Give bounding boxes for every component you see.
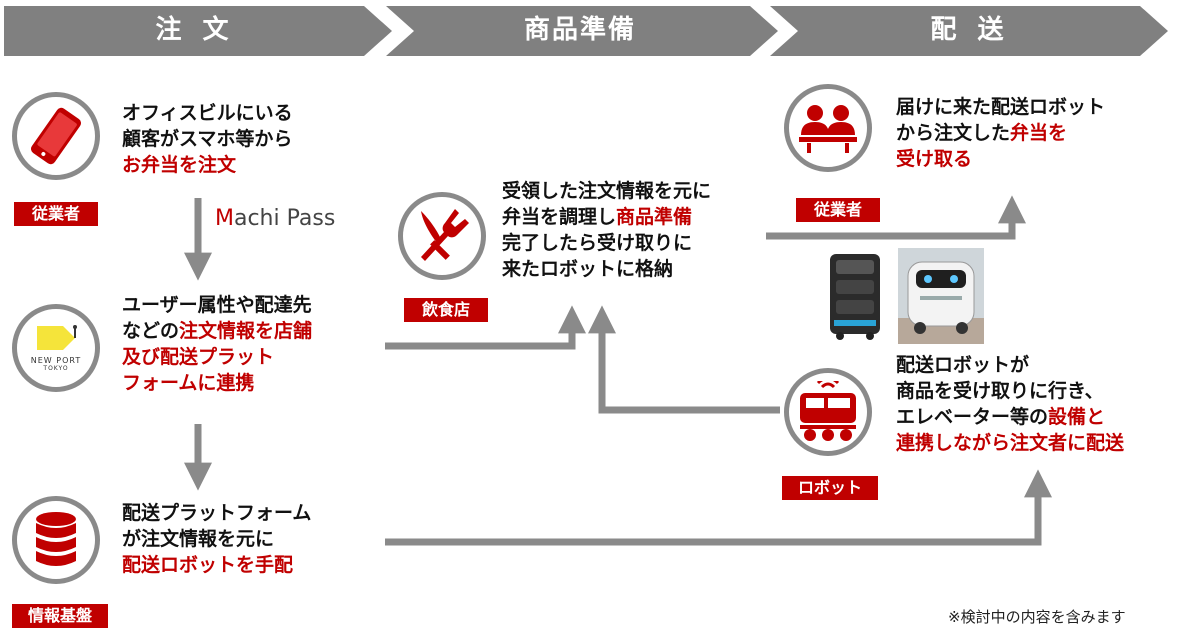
text-robot-line3: エレベーター等の設備と bbox=[896, 404, 1105, 430]
text-link-line1: ユーザー属性や配達先 bbox=[122, 294, 312, 316]
text-receive-line2: から注文した弁当を bbox=[896, 120, 1067, 146]
stage-prep-chevron bbox=[386, 6, 778, 56]
arrow-link-to-restaurant bbox=[385, 305, 586, 350]
text-prep-line1: 受領した注文情報を元に bbox=[502, 180, 712, 202]
employees-circle bbox=[784, 84, 872, 172]
arrow-restaurant-to-employee bbox=[766, 195, 1026, 240]
text-prep-line3: 完了したら受け取りに bbox=[502, 232, 693, 254]
stage-delivery-label: 配 送 bbox=[930, 15, 1010, 45]
text-link-line4: フォームに連携 bbox=[122, 372, 255, 394]
text-receive-line1: 届けに来た配送ロボット bbox=[896, 96, 1106, 118]
people-at-desk-icon bbox=[799, 105, 857, 153]
database-circle bbox=[12, 496, 100, 584]
tag-restaurant: 飲食店 bbox=[404, 298, 488, 322]
stage-prep-label: 商品準備 bbox=[523, 15, 636, 45]
arrow-platform-to-robot bbox=[385, 469, 1052, 546]
restaurant-circle bbox=[398, 192, 486, 280]
machi-pass-logo: Machi Pass bbox=[215, 206, 335, 231]
newport-text-1: NEW PORT bbox=[30, 356, 82, 365]
newport-text-2: TOKYO bbox=[43, 365, 69, 372]
text-platform-line3: 配送ロボットを手配 bbox=[122, 554, 294, 576]
text-platform-line2: が注文情報を元に bbox=[122, 528, 275, 550]
text-platform-line1: 配送プラットフォーム bbox=[122, 502, 312, 524]
robot-photo-tower bbox=[830, 254, 880, 340]
tag-platform: 情報基盤 bbox=[12, 604, 108, 628]
robot-circle bbox=[784, 368, 872, 456]
tag-employee-left: 従業者 bbox=[14, 202, 98, 226]
stage-header-bar bbox=[4, 6, 1168, 56]
text-robot-line2: 商品を受け取りに行き、 bbox=[896, 380, 1104, 402]
stage-order-label: 注 文 bbox=[155, 15, 235, 45]
text-order-line1: オフィスビルにいる bbox=[122, 102, 293, 124]
newport-flag-icon bbox=[37, 325, 77, 350]
fork-knife-icon bbox=[421, 209, 469, 261]
stage-delivery-chevron bbox=[770, 6, 1168, 56]
arrow-robot-to-restaurant bbox=[588, 305, 780, 414]
text-link-line2: などの注文情報を店舗 bbox=[122, 318, 312, 344]
text-robot-line3-plain: エレベーター等の bbox=[896, 406, 1049, 428]
text-receive-line2-red: 弁当を bbox=[1010, 122, 1068, 144]
text-prep-line4: 来たロボットに格納 bbox=[502, 258, 674, 280]
machi-logo-rest: achi Pass bbox=[233, 206, 336, 231]
delivery-robot-icon bbox=[800, 381, 856, 441]
text-order-line2: 顧客がスマホ等から bbox=[122, 128, 293, 150]
text-prep-line2: 弁当を調理し商品準備 bbox=[502, 204, 692, 230]
smartphone-icon bbox=[31, 107, 81, 165]
tag-employee-right: 従業者 bbox=[796, 198, 880, 222]
machi-logo-m: M bbox=[215, 206, 234, 231]
text-robot-line4: 連携しながら注文者に配送 bbox=[896, 432, 1125, 454]
text-receive-line3: 受け取る bbox=[896, 148, 973, 170]
smartphone-circle bbox=[12, 92, 100, 180]
newport-circle: NEW PORT TOKYO bbox=[12, 304, 100, 392]
text-prep-line2-plain: 弁当を調理し bbox=[502, 206, 617, 228]
text-robot-line3-red: 設備と bbox=[1048, 406, 1106, 428]
text-link-line2-red: 注文情報を店舗 bbox=[179, 320, 313, 342]
robot-photo-vehicle bbox=[898, 248, 984, 344]
text-prep-line2-red: 商品準備 bbox=[616, 206, 693, 228]
text-robot-line1: 配送ロボットが bbox=[896, 354, 1030, 376]
tag-robot: ロボット bbox=[782, 476, 878, 500]
footnote: ※検討中の内容を含みます bbox=[948, 608, 1126, 626]
stage-order-chevron bbox=[4, 6, 392, 56]
database-icon bbox=[36, 512, 76, 566]
text-link-line3: 及び配送プラット bbox=[122, 346, 275, 368]
text-receive-line2-plain: から注文した bbox=[896, 122, 1011, 144]
text-order-line3: お弁当を注文 bbox=[122, 154, 237, 176]
text-link-line2-plain: などの bbox=[122, 320, 180, 342]
